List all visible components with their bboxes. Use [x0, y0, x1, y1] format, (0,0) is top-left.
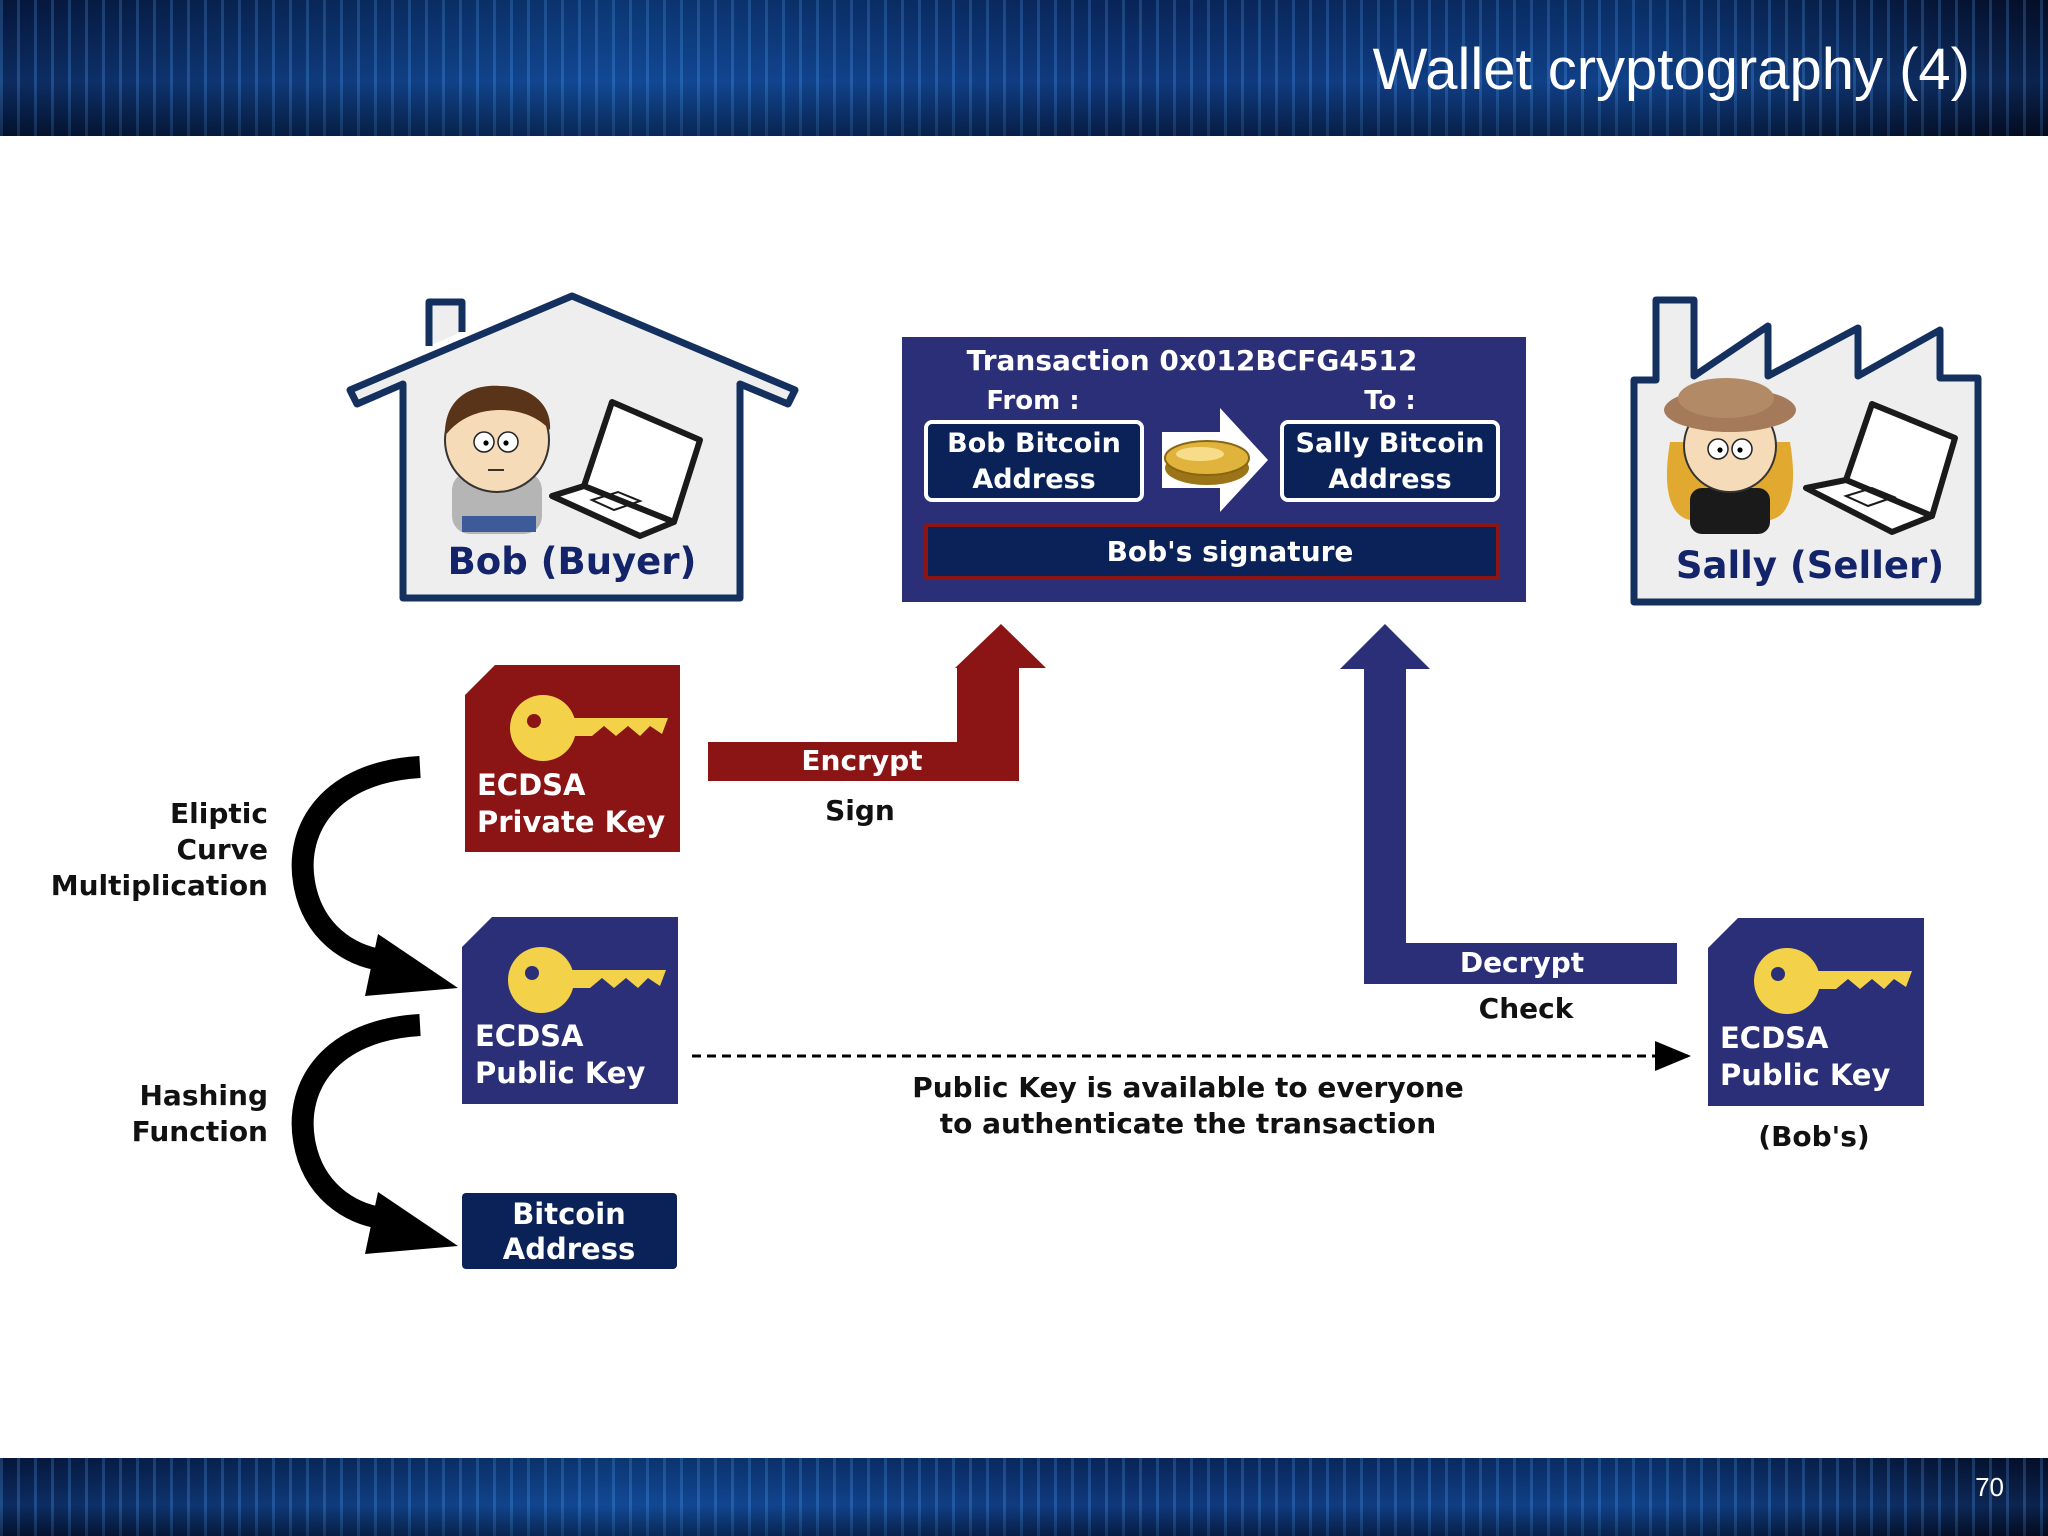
encrypt-label: Encrypt — [801, 744, 922, 777]
private-key-card: ECDSA Private Key — [465, 665, 680, 852]
footer-banner — [0, 1458, 2048, 1536]
hashing-label-line-1: Hashing — [139, 1079, 268, 1112]
sally-laptop-icon — [1803, 401, 1958, 535]
signature-label: Bob's signature — [1107, 535, 1354, 568]
elliptic-curve-arrow — [291, 756, 458, 996]
elliptic-label-line-1: Eliptic — [170, 797, 268, 830]
transaction-from-label: From : — [986, 386, 1079, 416]
elliptic-label-line-3: Multiplication — [51, 869, 268, 902]
slide-title: Wallet cryptography (4) — [1372, 37, 1970, 102]
signature-box — [924, 523, 1500, 580]
private-key-icon — [510, 695, 668, 761]
seller-public-key-line-1: ECDSA — [1720, 1021, 1829, 1055]
sally-character-icon — [1664, 378, 1796, 534]
page-number: 70 — [1975, 1472, 2004, 1502]
seller-public-key-owner: (Bob's) — [1758, 1120, 1869, 1153]
coin-icon — [1164, 440, 1250, 485]
bitcoin-address-line-2: Address — [503, 1232, 635, 1266]
sign-label: Sign — [825, 794, 895, 827]
hashing-label-line-2: Function — [132, 1115, 268, 1148]
transaction-title: Transaction 0x012BCFG4512 — [967, 344, 1418, 377]
seller-public-key-line-2: Public Key — [1720, 1058, 1890, 1092]
to-address-line-1: Sally Bitcoin — [1296, 428, 1485, 459]
encrypt-arrow — [708, 624, 1046, 781]
decrypt-arrow — [1340, 624, 1677, 984]
bitcoin-address-line-1: Bitcoin — [512, 1197, 626, 1231]
public-key-icon — [508, 947, 666, 1013]
from-address-line-2: Address — [972, 464, 1095, 495]
public-key-line-2: Public Key — [475, 1056, 645, 1090]
to-address-box — [1280, 420, 1500, 502]
transaction-to-label: To : — [1364, 386, 1416, 416]
from-address-line-1: Bob Bitcoin — [947, 428, 1121, 459]
buyer-label: Bob (Buyer) — [448, 540, 697, 583]
from-address-box — [924, 420, 1144, 502]
header-banner — [0, 0, 2048, 136]
public-note-line-1: Public Key is available to everyone — [912, 1071, 1464, 1104]
seller-label: Sally (Seller) — [1676, 544, 1944, 587]
seller-public-key-icon — [1754, 948, 1912, 1014]
bob-character-icon — [444, 385, 551, 534]
elliptic-label-line-2: Curve — [176, 833, 268, 866]
decrypt-label: Decrypt — [1460, 946, 1584, 979]
private-key-line-1: ECDSA — [477, 768, 586, 802]
hashing-function-arrow — [291, 1014, 458, 1254]
bitcoin-address-card: Bitcoin Address — [462, 1193, 677, 1269]
transaction-panel: Transaction 0x012BCFG4512 From : To : Bo… — [902, 337, 1526, 602]
bob-laptop-icon — [549, 399, 703, 539]
seller-public-key-card: ECDSA Public Key — [1708, 918, 1924, 1106]
public-note-line-2: to authenticate the transaction — [940, 1107, 1436, 1140]
public-key-line-1: ECDSA — [475, 1019, 584, 1053]
private-key-line-2: Private Key — [477, 805, 665, 839]
public-key-card: ECDSA Public Key — [462, 917, 678, 1104]
to-address-line-2: Address — [1328, 464, 1451, 495]
check-label: Check — [1479, 992, 1575, 1025]
